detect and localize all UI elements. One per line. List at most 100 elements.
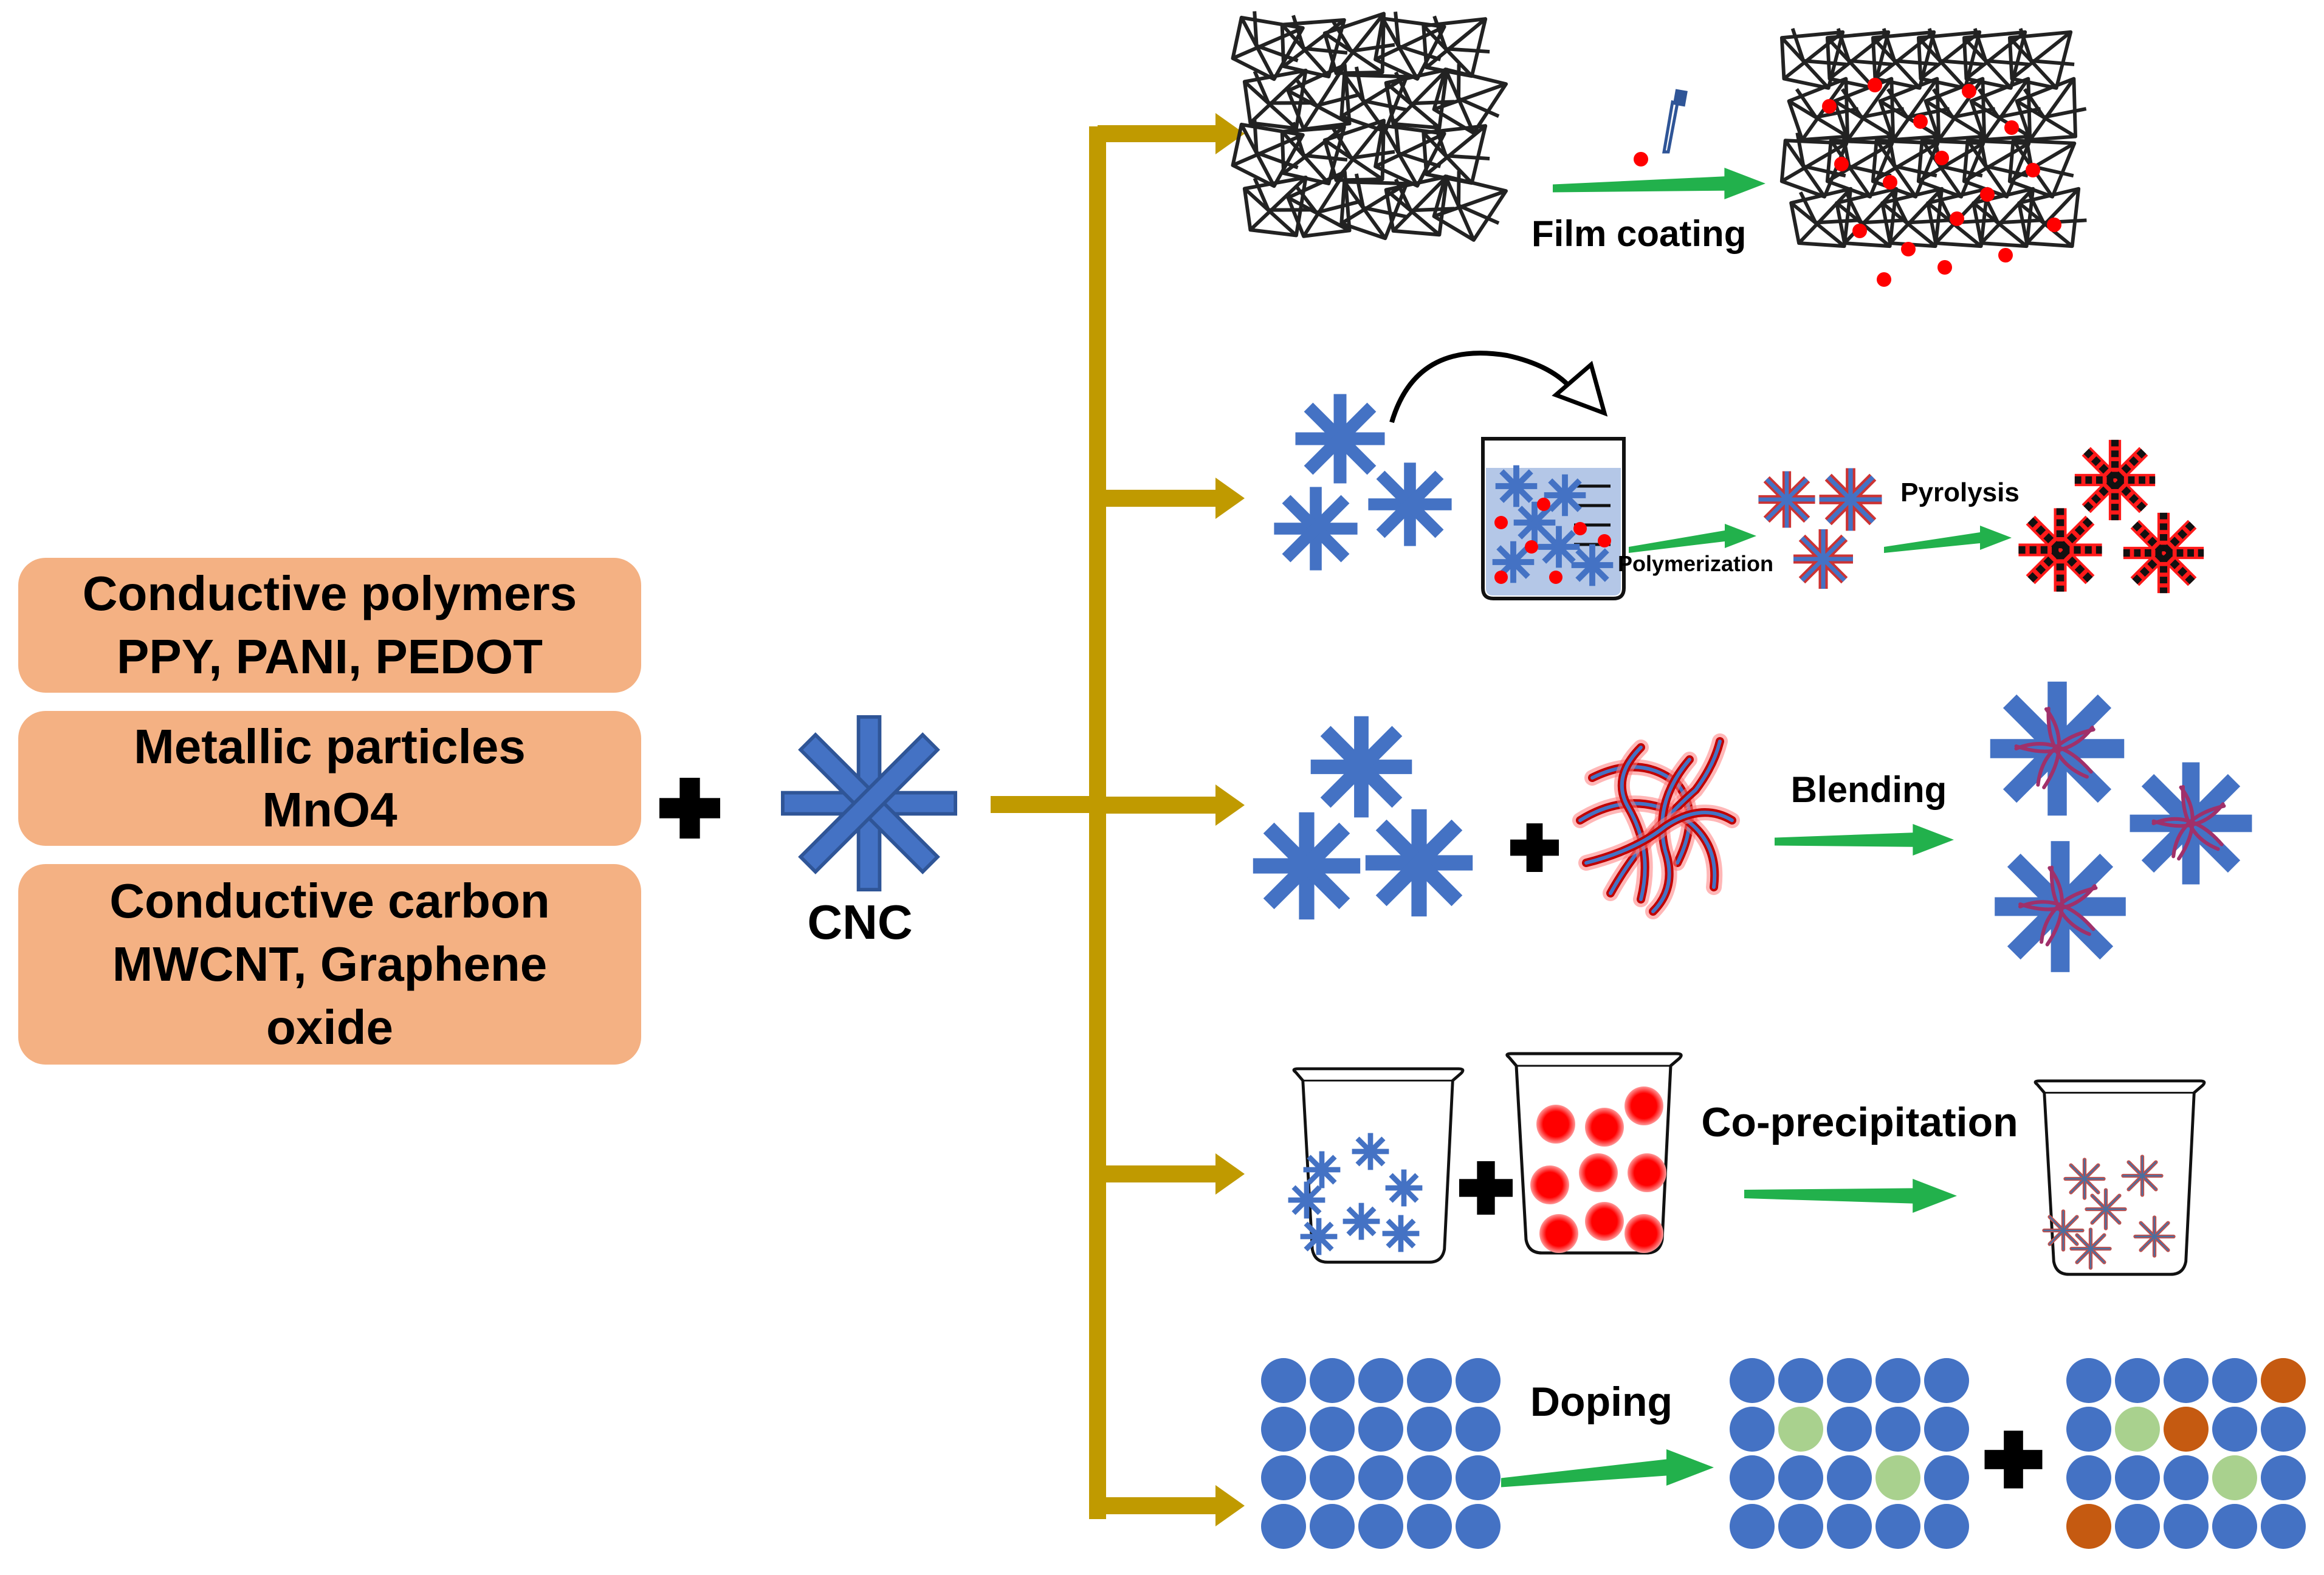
cnc-polymer-coated — [1793, 529, 1853, 589]
box-conductive-polymers: Conductive polymers PPY, PANI, PEDOT — [18, 558, 641, 693]
host-atom — [1875, 1504, 1920, 1549]
coating-dot — [2026, 163, 2040, 177]
box-conductive-carbon: Conductive carbon MWCNT, Graphene oxide — [18, 864, 641, 1065]
host-atom — [1310, 1407, 1355, 1452]
branch-arrow — [1098, 784, 1245, 826]
red-particle — [1628, 1153, 1666, 1192]
coating-dot — [1852, 224, 1867, 238]
cnc-precipitate — [2123, 1157, 2162, 1195]
red-particle — [1585, 1108, 1624, 1147]
host-atom — [2066, 1455, 2111, 1500]
cnc-precipitate — [2072, 1230, 2110, 1268]
host-atom — [1310, 1504, 1355, 1549]
red-particle — [1530, 1165, 1569, 1204]
cnc-icon — [1253, 812, 1361, 920]
branch-arrow — [1098, 478, 1245, 519]
red-particle — [1539, 1214, 1578, 1253]
coating-dot — [1962, 84, 1976, 98]
host-atom — [2261, 1407, 2306, 1452]
monomer-dot — [1537, 498, 1550, 511]
coating-dot — [1834, 157, 1849, 171]
host-atom — [1358, 1407, 1403, 1452]
coating-dot — [1883, 175, 1897, 190]
host-atom — [1310, 1455, 1355, 1500]
host-atom — [1407, 1358, 1452, 1403]
blended-fibers — [2151, 784, 2226, 861]
coating-dot — [1980, 187, 1995, 202]
branch-arrow — [1098, 1485, 1245, 1526]
label-blending: Blending — [1791, 769, 1947, 810]
cnc-icon — [1368, 462, 1452, 546]
cnc-precipitate — [2044, 1212, 2083, 1250]
dopant-atom — [2115, 1407, 2160, 1452]
curved-arrow — [1389, 351, 1583, 424]
cnc-in-beaker — [1544, 474, 1586, 516]
cnc-precipitate — [2136, 1218, 2174, 1256]
cnc-in-beaker — [1342, 1203, 1380, 1240]
host-atom — [1407, 1455, 1452, 1500]
host-atom — [2164, 1455, 2209, 1500]
plus-sign — [1510, 823, 1559, 872]
host-atom — [1827, 1455, 1872, 1500]
cnc-carbonized — [2075, 440, 2155, 520]
lattice-host — [1261, 1358, 1501, 1549]
dopant-atom — [1778, 1407, 1823, 1452]
host-atom — [1778, 1455, 1823, 1500]
host-atom — [1358, 1504, 1403, 1549]
host-atom — [2212, 1407, 2257, 1452]
host-atom — [2212, 1358, 2257, 1403]
box-detail: PPY, PANI, PEDOT — [117, 630, 543, 684]
coating-dot — [1934, 151, 1949, 165]
host-atom — [1407, 1407, 1452, 1452]
cnc-in-beaker — [1571, 544, 1614, 586]
red-particle — [1585, 1202, 1624, 1241]
coating-dot — [1822, 99, 1837, 114]
cnc-precipitate — [2066, 1160, 2104, 1198]
host-atom — [1827, 1358, 1872, 1403]
coating-dot — [1950, 211, 1964, 226]
monomer-dot — [1525, 540, 1538, 554]
host-atom — [2115, 1455, 2160, 1500]
host-atom — [1358, 1455, 1403, 1500]
cnc-polymer-coated — [1820, 468, 1882, 531]
label-coprecipitation: Co-precipitation — [1701, 1099, 2018, 1145]
monomer-dot — [1598, 534, 1611, 547]
host-atom — [1261, 1407, 1306, 1452]
label-polymerization: Polymerization — [1618, 551, 1773, 576]
arrow-polymerization — [1629, 524, 1756, 553]
monomer-dot — [1494, 516, 1508, 529]
box-title: Conductive carbon — [109, 874, 550, 928]
host-atom — [1924, 1358, 1969, 1403]
host-atom — [1924, 1407, 1969, 1452]
host-atom — [1310, 1358, 1355, 1403]
host-atom — [2164, 1504, 2209, 1549]
cnc-in-beaker — [1300, 1218, 1338, 1255]
host-atom — [1827, 1407, 1872, 1452]
cnc-icon — [1310, 716, 1412, 818]
host-atom — [1778, 1504, 1823, 1549]
host-atom — [2212, 1504, 2257, 1549]
plus-sign — [659, 778, 720, 839]
host-atom — [2115, 1358, 2160, 1403]
dopant-atom — [2066, 1504, 2111, 1549]
host-atom — [1924, 1504, 1969, 1549]
cnc-icon — [1365, 809, 1473, 917]
host-atom — [1456, 1455, 1501, 1500]
arrow-film-coating — [1553, 168, 1765, 199]
coating-dot — [1913, 114, 1928, 129]
coating-dot — [1998, 248, 2013, 262]
coating-dot — [2047, 218, 2061, 232]
branch-arrow — [1098, 113, 1245, 154]
cnc-in-beaker — [1495, 465, 1538, 507]
dopant-atom — [2164, 1407, 2209, 1452]
host-atom — [1261, 1504, 1306, 1549]
monomer-dot — [1573, 522, 1587, 535]
cnc-label: CNC — [807, 895, 912, 949]
host-atom — [1875, 1407, 1920, 1452]
host-atom — [1730, 1455, 1775, 1500]
cnc-icon — [1274, 487, 1358, 571]
host-atom — [1261, 1358, 1306, 1403]
coating-dot — [2004, 120, 2019, 135]
box-title: Conductive polymers — [82, 566, 577, 620]
box-metallic-particles: Metallic particles MnO4 — [18, 711, 641, 846]
